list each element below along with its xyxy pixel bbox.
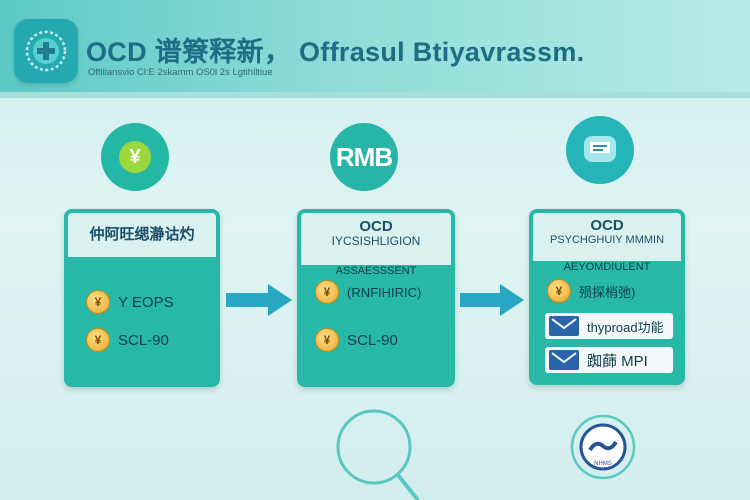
- list-item: ¥ SCL-90: [86, 328, 169, 352]
- list-item-label: 踟蒒 MPI: [587, 352, 648, 370]
- magnifier-icon: [336, 409, 420, 500]
- coin-icon: ¥: [315, 328, 339, 352]
- coin-icon: ¥: [86, 290, 110, 314]
- arrow-right-icon: [460, 284, 524, 316]
- card-subtitle: AEYOMDIULENT: [563, 261, 651, 273]
- card-title-line: OCD: [359, 218, 393, 235]
- arrow-right-icon: [226, 284, 292, 316]
- list-item: ¥ (RNFIHIRIC): [315, 280, 421, 304]
- list-item: ¥ SCL-90: [315, 328, 398, 352]
- card-title: OCD PSYCHGHUIY MMMIN: [533, 213, 681, 261]
- page-title: OCD 谱簝释新， Offrasul Btiyavrassm.: [86, 37, 585, 67]
- list-item: ¥ 殒探梢弛): [547, 279, 635, 303]
- document-circle-icon: [566, 116, 634, 184]
- list-item-label: Y EOPS: [118, 293, 174, 311]
- card-subtitle: ASSAESSSENT: [335, 265, 417, 277]
- page-subtitle: Offiliansvio Cl:E 2skamm OS0l 2s Lgtihll…: [88, 67, 273, 78]
- medical-cross-icon: [25, 30, 67, 72]
- badge-icon: NHMS: [570, 414, 636, 480]
- header-divider: [0, 92, 750, 98]
- list-item[interactable]: 踟蒒 MPI: [545, 347, 673, 373]
- card-title-line: OCD: [590, 217, 624, 234]
- yuan-circle-icon: ¥: [101, 123, 169, 191]
- header-banner: [0, 0, 750, 92]
- list-item[interactable]: thyproad功能: [545, 313, 673, 339]
- step-card-1[interactable]: 仲阿旺缌瀞诂灼 ¥ Y EOPS ¥ SCL-90: [64, 209, 220, 387]
- rmb-circle-icon: RMB: [330, 123, 398, 191]
- yuan-coin-icon: ¥: [119, 141, 151, 173]
- list-item: ¥ Y EOPS: [86, 290, 174, 314]
- card-title: 仲阿旺缌瀞诂灼: [68, 213, 216, 257]
- coin-icon: ¥: [315, 280, 339, 304]
- list-item-label: (RNFIHIRIC): [347, 284, 422, 300]
- badge-label: NHMS: [594, 461, 612, 467]
- list-item-label: thyproad功能: [587, 319, 664, 335]
- card-title-line: IYCSISHLIGION: [331, 234, 421, 248]
- list-item-label: SCL-90: [347, 331, 398, 349]
- coin-icon: ¥: [547, 279, 571, 303]
- step-card-2[interactable]: OCD IYCSISHLIGION ASSAESSSENT ¥ (RNFIHIR…: [297, 209, 455, 387]
- card-title: OCD IYCSISHLIGION: [301, 213, 451, 265]
- list-item-label: SCL-90: [118, 331, 169, 349]
- document-icon: [584, 136, 616, 162]
- mail-icon: [549, 316, 579, 336]
- coin-icon: ¥: [86, 328, 110, 352]
- app-logo[interactable]: [14, 19, 78, 83]
- list-item-label: 殒探梢弛): [579, 284, 636, 300]
- mail-icon: [549, 350, 579, 370]
- card-title-line: PSYCHGHUIY MMMIN: [549, 234, 665, 246]
